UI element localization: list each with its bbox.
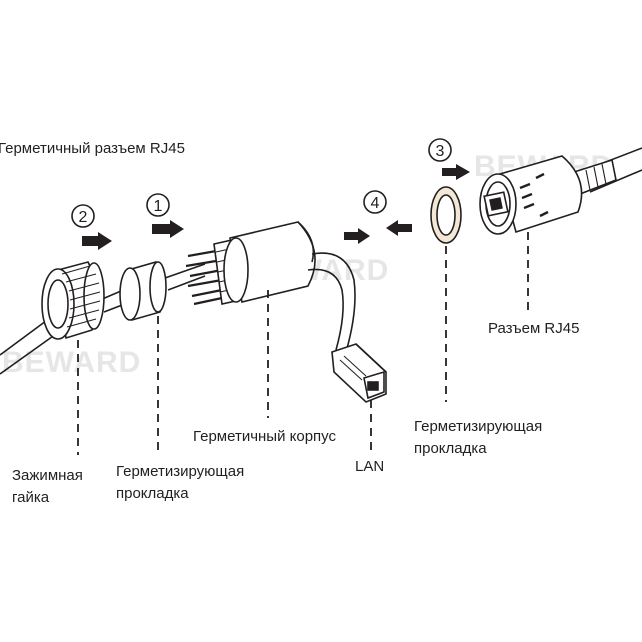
label-clamp-nut: Зажимная гайка	[12, 466, 83, 507]
arrow-right-icon	[344, 228, 370, 244]
label-seal-right-line2: прокладка	[414, 440, 487, 457]
step-2-circle	[71, 204, 95, 228]
arrow-right-icon	[442, 164, 470, 180]
step-3: 3	[428, 138, 470, 180]
clamp-nut	[41, 261, 105, 340]
label-housing: Герметичный корпус	[193, 428, 337, 445]
lan-plug	[331, 343, 387, 403]
step-2: 2	[71, 204, 112, 250]
diagram-title: Герметичный разъем RJ45	[0, 140, 185, 157]
label-seal-right: Герметизирующая прокладка	[414, 417, 542, 458]
step-2-number: 2	[79, 209, 88, 226]
leader-lines	[77, 232, 529, 455]
label-seal-left-line1: Герметизирующая	[116, 463, 245, 480]
step-1: 1	[146, 193, 184, 238]
step-4: 4	[344, 190, 412, 244]
step-1-number: 1	[154, 198, 163, 215]
label-clamp-nut-line2: гайка	[12, 489, 50, 506]
arrow-right-icon	[82, 232, 112, 250]
right-seal-ring	[430, 186, 462, 244]
label-clamp-nut-line1: Зажимная	[12, 467, 83, 484]
rj45-connector	[479, 147, 642, 235]
label-seal-left-line2: прокладка	[116, 485, 189, 502]
label-lan: LAN	[355, 458, 385, 475]
step-3-circle	[428, 138, 452, 162]
label-seal-left: Герметизирующая прокладка	[116, 462, 244, 503]
step-4-number: 4	[371, 195, 380, 212]
left-seal	[119, 261, 167, 322]
step-1-circle	[146, 193, 170, 217]
watermark-left: BEWARD	[2, 346, 142, 379]
sealed-housing	[185, 221, 316, 306]
label-seal-right-line1: Герметизирующая	[414, 418, 543, 435]
lan-cable	[307, 252, 356, 353]
step-3-number: 3	[436, 143, 445, 160]
label-rj45: Разъем RJ45	[488, 320, 580, 337]
arrow-left-icon	[386, 220, 412, 236]
arrow-right-icon	[152, 220, 184, 238]
step-4-circle	[363, 190, 387, 214]
